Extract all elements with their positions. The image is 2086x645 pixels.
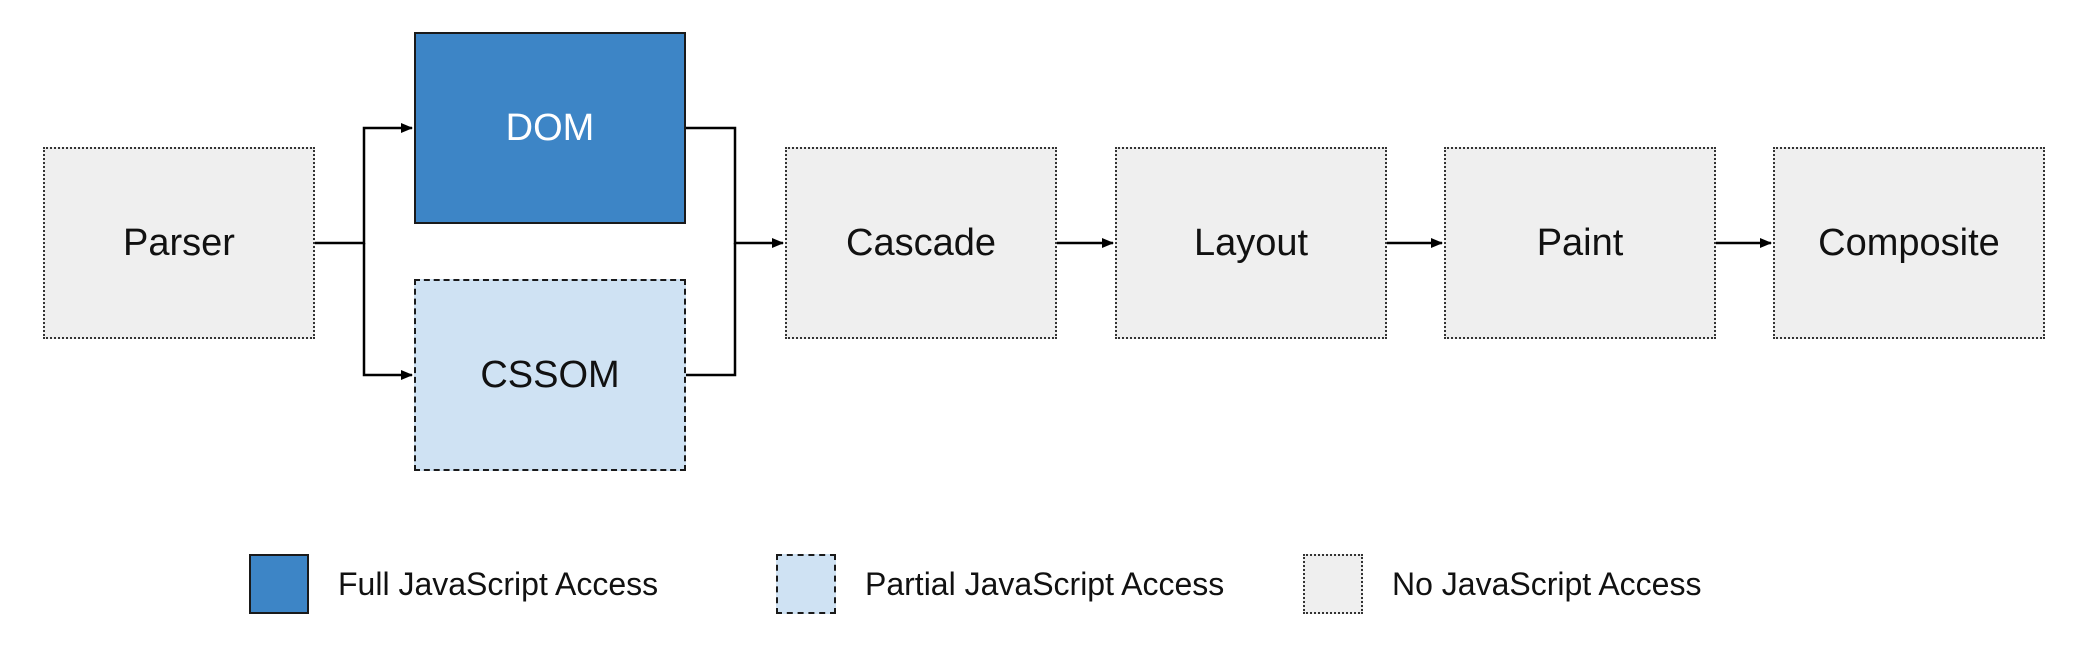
parser-stage: Parser (43, 147, 315, 339)
legend-partial-access-label: Partial JavaScript Access (865, 566, 1225, 602)
legend-full-access-swatch (249, 554, 309, 614)
layout-stage: Layout (1115, 147, 1387, 339)
legend-partial-access-swatch (776, 554, 836, 614)
paint-stage: Paint (1444, 147, 1716, 339)
legend-no-access-swatch (1303, 554, 1363, 614)
arrow-cssom-to-cascade (686, 243, 737, 377)
dom-stage: DOM (414, 32, 686, 224)
arrow-parser-to-cssom (362, 243, 413, 380)
arrow-dom-to-cascade (686, 126, 784, 248)
cssom-stage: CSSOM (414, 279, 686, 471)
arrow-parser-to-dom (315, 123, 413, 245)
legend-no-access-label: No JavaScript Access (1392, 566, 1702, 602)
composite-stage: Composite (1773, 147, 2045, 339)
legend-full-access-label: Full JavaScript Access (338, 566, 659, 602)
cascade-stage: Cascade (785, 147, 1057, 339)
